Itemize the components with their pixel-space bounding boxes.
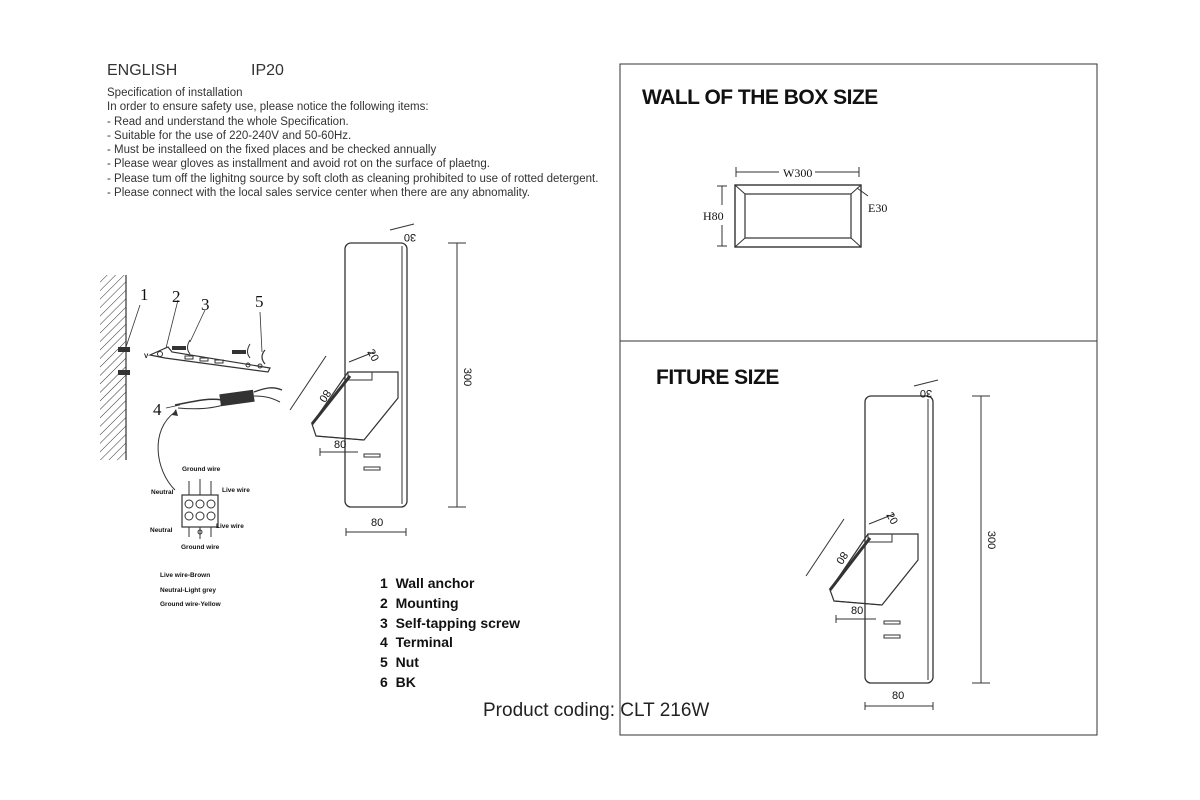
wire-color-ground: Ground wire-Yellow <box>160 601 222 608</box>
box-width-label: W300 <box>783 166 812 180</box>
dim-head-width-left: 80 <box>334 439 346 451</box>
box-height-label: H80 <box>703 209 724 223</box>
dim-head-depth-left: 80 <box>316 387 333 404</box>
callout-4: 4 <box>153 400 162 419</box>
ip-rating: IP20 <box>251 62 284 79</box>
spec-item: - Suitable for the use of 220-240V and 5… <box>107 129 352 142</box>
fixture-size-title: FITURE SIZE <box>656 366 779 389</box>
spec-item: - Please tum off the lighitng source by … <box>107 172 599 185</box>
spec-item: - Read and understand the whole Specific… <box>107 115 349 128</box>
wire-color-live: Live wire-Brown <box>160 572 210 579</box>
wiring-ground-top: Ground wire <box>182 466 221 473</box>
fixture-size-panel <box>619 340 1098 736</box>
wiring-ground-bottom: Ground wire <box>181 544 220 551</box>
specification-block: Specification of installation In order t… <box>107 86 598 200</box>
legend-item: 6 BK <box>380 673 416 690</box>
legend-item: 4 Terminal <box>380 634 453 651</box>
wall-hatching <box>100 275 127 460</box>
dim-head-angle-right: 20 <box>883 510 900 527</box>
box-size-title: WALL OF THE BOX SIZE <box>642 86 878 109</box>
screw-icon <box>172 309 251 359</box>
dim-head-width-right: 80 <box>851 605 863 617</box>
wiring-live-top: Live wire <box>222 487 250 494</box>
spec-title: Specification of installation <box>107 87 243 99</box>
dim-base-width-left: 80 <box>371 517 383 529</box>
wiring-live-bottom: Live wire <box>216 523 244 530</box>
svg-text:V: V <box>144 353 149 360</box>
callout-3: 3 <box>201 295 210 314</box>
spec-intro: In order to ensure safety use, please no… <box>107 101 429 114</box>
nut-icon <box>259 311 266 365</box>
fixture-drawing-left <box>289 223 466 536</box>
dim-head-angle-left: 20 <box>364 347 381 364</box>
terminal-icon <box>165 387 283 410</box>
legend-item: 1 Wall anchor <box>380 575 475 591</box>
wire-color-neutral: Neutral-Light grey <box>160 587 216 594</box>
legend-item: 5 Nut <box>380 654 419 671</box>
spec-item: - Please connect with the local sales se… <box>107 187 530 200</box>
parts-legend: 1 Wall anchor 2 Mounting 3 Self-tapping … <box>380 574 520 693</box>
callout-1: 1 <box>140 285 149 304</box>
spec-item: - Please wear gloves as installment and … <box>107 158 490 171</box>
dim-head-depth-right: 80 <box>833 549 850 566</box>
dim-height-right: 300 <box>985 531 997 549</box>
wiring-neutral-bottom: Neutral <box>150 527 173 534</box>
mounting-bracket-icon: V <box>144 299 271 373</box>
callout-5: 5 <box>255 292 264 311</box>
spec-item: - Must be installeed on the fixed places… <box>107 144 437 157</box>
legend-item: 3 Self-tapping screw <box>380 614 521 631</box>
fixture-drawing-right <box>805 379 990 710</box>
terminal-block-diagram <box>181 479 219 539</box>
box-drawing <box>717 167 869 248</box>
dim-base-width-right: 80 <box>892 690 904 702</box>
callout-2: 2 <box>172 287 181 306</box>
box-depth-label: E30 <box>868 201 887 215</box>
legend-item: 2 Mounting <box>380 594 459 611</box>
dim-height-left: 300 <box>461 368 473 386</box>
language-label: ENGLISH <box>107 62 178 79</box>
wiring-neutral-top: Neutral <box>151 489 174 496</box>
dim-depth-top-right: 30 <box>920 387 932 399</box>
product-coding: Product coding: CLT 216W <box>483 700 710 721</box>
dim-depth-top-left: 30 <box>404 231 416 243</box>
wall-anchor-icon <box>118 304 141 375</box>
